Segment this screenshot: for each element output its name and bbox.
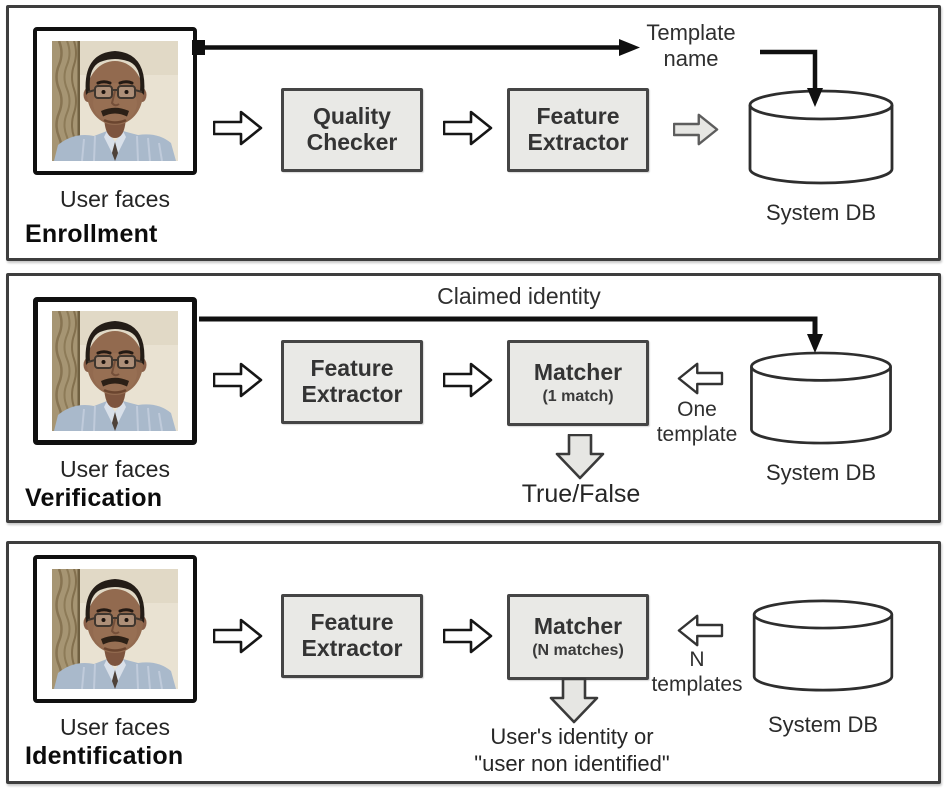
db-label: System DB <box>765 460 877 485</box>
true-false-label: True/False <box>521 480 641 508</box>
flow-arrow-icon <box>213 618 263 654</box>
user-face-photo <box>52 311 178 431</box>
db-fetch-arrow-icon <box>677 362 724 395</box>
photo-caption: User faces <box>60 714 170 740</box>
user-face-photo-frame <box>33 297 197 445</box>
matcher-box: Matcher (N matches) <box>507 594 649 680</box>
system-db-cylinder-icon <box>752 599 894 692</box>
photo-caption: User faces <box>60 186 170 212</box>
output-arrow-icon <box>549 678 599 724</box>
flow-arrow-icon <box>443 618 493 654</box>
panel-verification: User faces Verification Claimed identity… <box>6 273 941 523</box>
db-fetch-arrow-icon <box>677 614 724 647</box>
user-face-photo-frame <box>33 27 197 175</box>
user-face-photo-frame <box>33 555 197 703</box>
panel-identification: User faces Identification Feature Extrac… <box>6 541 941 784</box>
identification-output-label: User's identity or "user non identified" <box>474 724 670 776</box>
panel-enrollment: User faces Enrollment Quality Checker Fe… <box>6 5 941 261</box>
db-label: System DB <box>767 712 879 737</box>
feature-extractor-label: Feature Extractor <box>301 609 403 661</box>
matcher-sublabel: (N matches) <box>532 641 624 659</box>
one-template-label: One template <box>656 398 738 446</box>
panel-title-enrollment: Enrollment <box>25 220 158 248</box>
flow-arrow-icon <box>213 110 263 146</box>
n-templates-label: N templates <box>651 648 743 696</box>
feature-extractor-label: Feature Extractor <box>527 103 629 155</box>
db-store-arrow-icon <box>673 113 719 146</box>
panel-title-identification: Identification <box>25 742 184 770</box>
feature-extractor-box: Feature Extractor <box>507 88 649 172</box>
user-face-photo <box>52 569 178 689</box>
photo-caption: User faces <box>60 456 170 482</box>
quality-checker-label: Quality Checker <box>306 103 398 155</box>
db-label: System DB <box>765 200 877 225</box>
output-arrow-icon <box>555 434 605 480</box>
template-name-label: Template name <box>646 20 736 71</box>
flow-arrow-icon <box>213 362 263 398</box>
matcher-label: Matcher <box>533 359 623 386</box>
feature-extractor-box: Feature Extractor <box>281 594 423 678</box>
system-db-cylinder-icon <box>750 351 892 445</box>
flow-arrow-icon <box>443 362 493 398</box>
feature-extractor-label: Feature Extractor <box>301 355 403 407</box>
feature-extractor-box: Feature Extractor <box>281 340 423 424</box>
panel-title-verification: Verification <box>25 484 163 512</box>
system-db-cylinder-icon <box>748 89 894 185</box>
matcher-box: Matcher (1 match) <box>507 340 649 426</box>
flow-arrow-icon <box>443 110 493 146</box>
user-face-photo <box>52 41 178 161</box>
quality-checker-box: Quality Checker <box>281 88 423 172</box>
matcher-label: Matcher <box>533 613 623 640</box>
claimed-identity-label: Claimed identity <box>437 283 601 309</box>
matcher-sublabel: (1 match) <box>542 387 614 405</box>
